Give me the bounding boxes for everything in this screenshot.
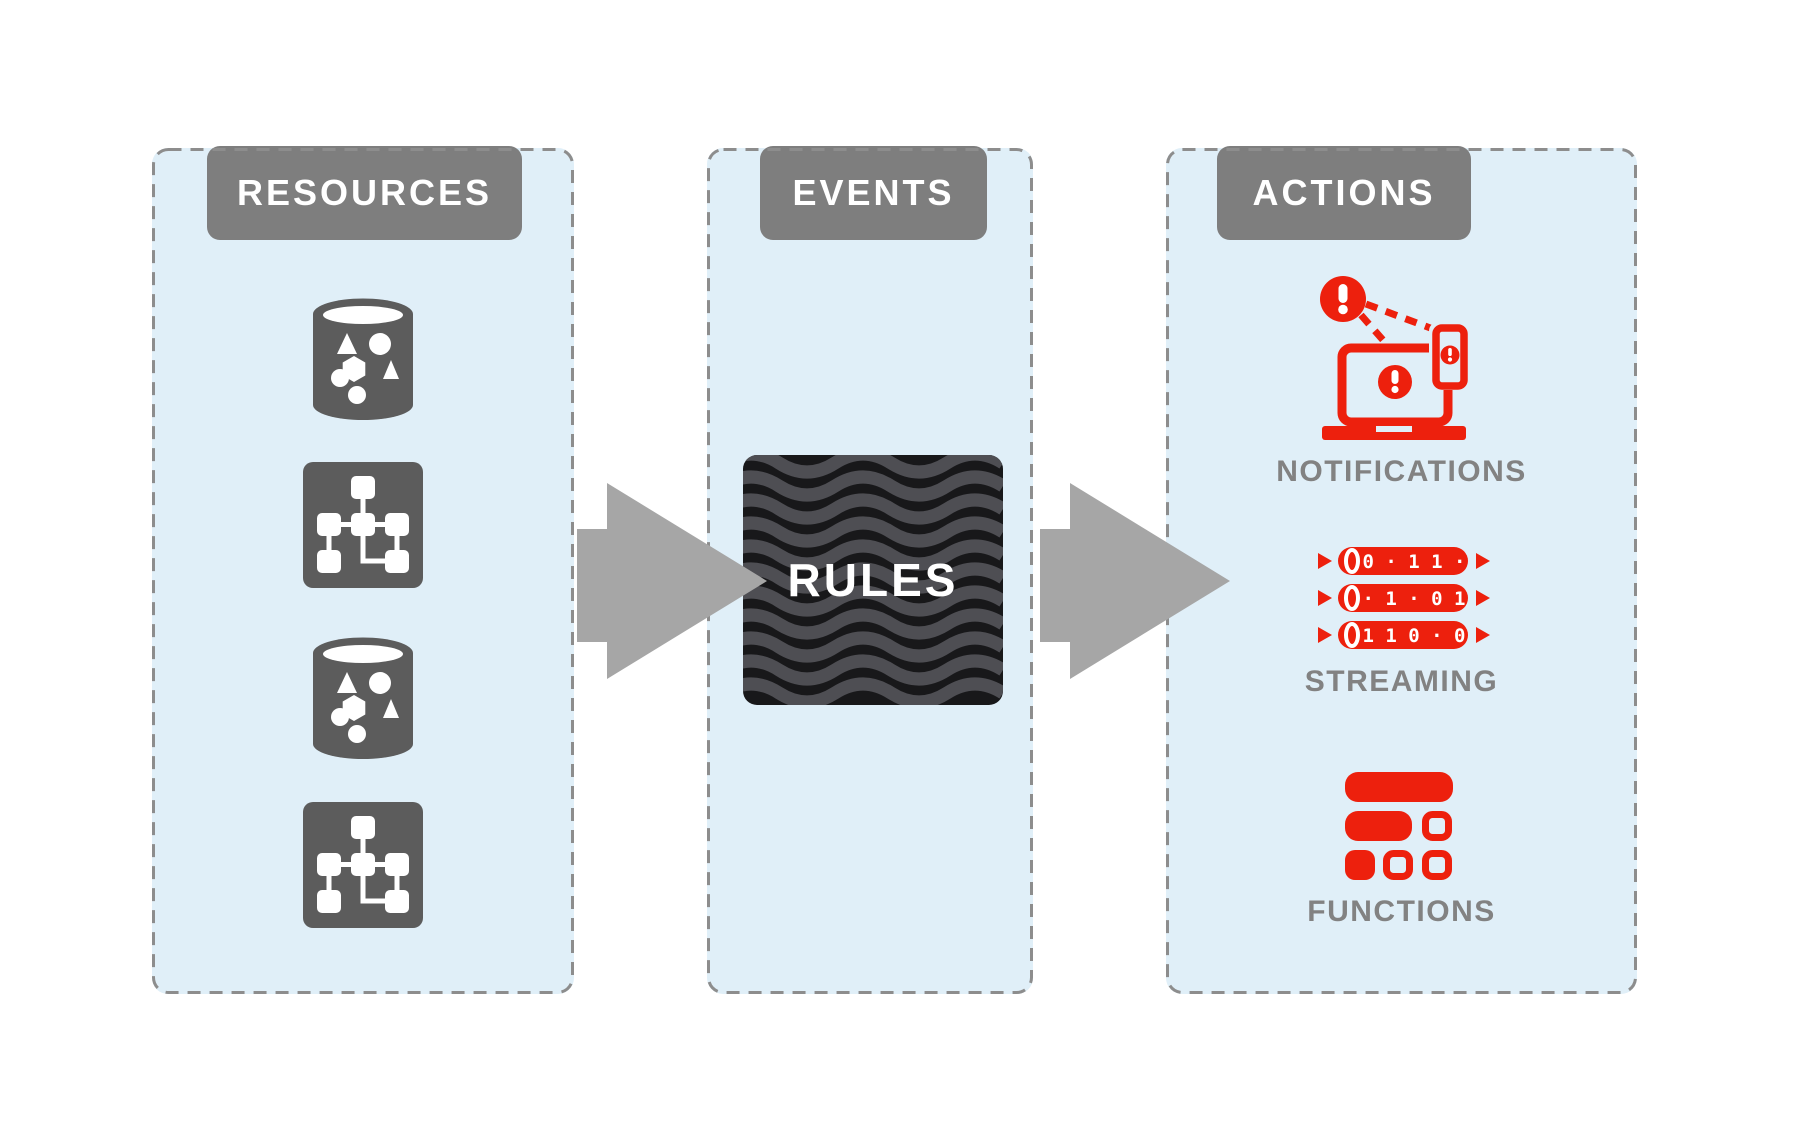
stream-row: 0 · 1 1 · [1318,547,1490,575]
resources-panel: RESOURCES [152,146,574,994]
resources-title: RESOURCES [236,172,493,213]
rules-label: RULES [787,554,959,606]
flowchart-icon [303,802,423,928]
function-blocks-icon [1345,772,1453,880]
notifications-label: NOTIFICATIONS [1276,455,1527,488]
actions-title: ACTIONS [1252,172,1436,213]
stream-bits: 0 · 1 1 · [1363,551,1466,573]
database-icon [313,298,413,420]
resources-header: RESOURCES [207,146,522,240]
flow-arrow-icon [1040,483,1230,679]
actions-header: ACTIONS [1217,146,1471,240]
rules-box: RULES [743,455,1003,705]
actions-panel: ACTIONS NOTIFICATIONS [1166,146,1637,994]
stream-bits: 1 1 0 · 0 [1363,625,1466,647]
flow-arrow-icon [577,483,767,679]
stream-bits: · 1 · 0 1 [1363,588,1466,610]
events-header: EVENTS [760,146,987,240]
events-title: EVENTS [792,172,955,213]
stream-row: · 1 · 0 1 [1318,584,1490,612]
flowchart-icon [303,462,423,588]
notifications-alert-icon [1320,276,1470,440]
streaming-label: STREAMING [1304,665,1499,698]
functions-label: FUNCTIONS [1307,895,1496,928]
stream-row: 1 1 0 · 0 [1318,621,1490,649]
binary-stream-icon: 0 · 1 1 · · 1 · 0 1 1 1 0 · 0 [1318,547,1490,649]
database-icon [313,637,413,759]
